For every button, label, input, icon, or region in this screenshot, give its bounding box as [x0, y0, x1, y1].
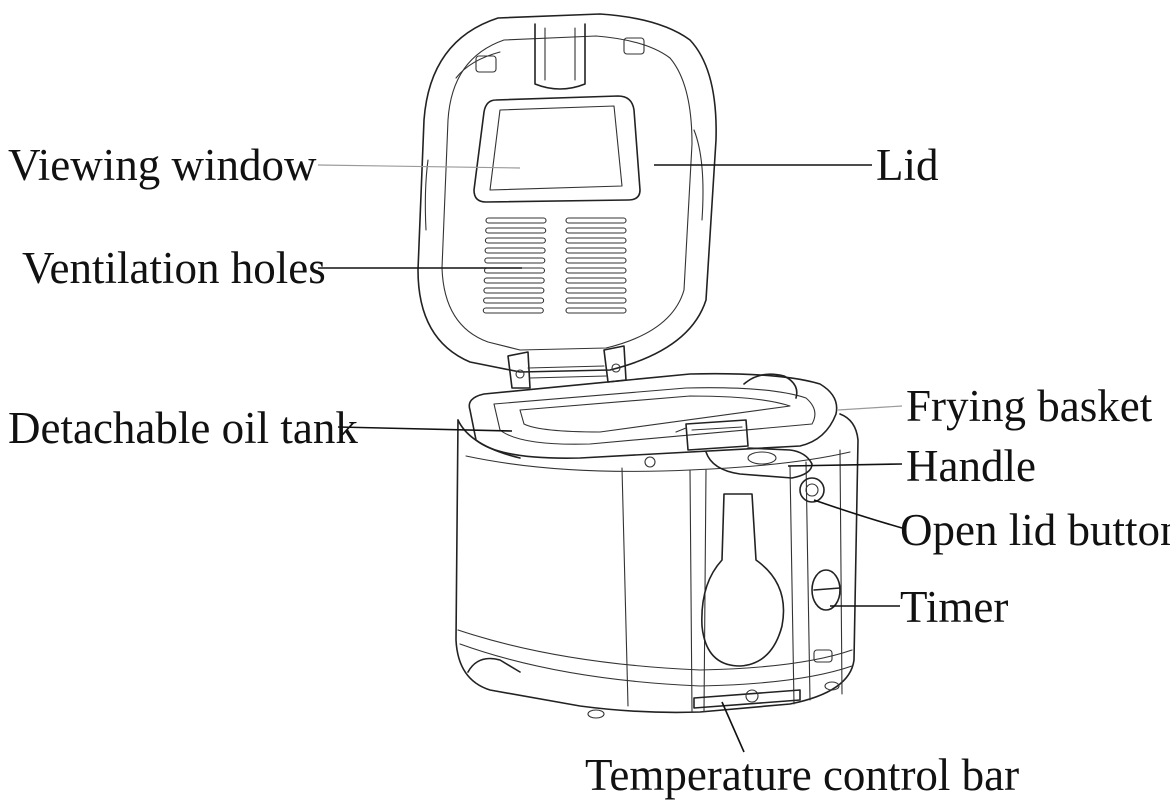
- vent-slot: [566, 308, 626, 313]
- vent-slot: [484, 288, 544, 293]
- vent-slot: [485, 248, 545, 253]
- vent-slot: [566, 248, 626, 253]
- lid: [418, 14, 716, 372]
- fryer-body: [456, 414, 858, 718]
- label-viewing-window: Viewing window: [8, 140, 317, 190]
- vent-slot: [566, 228, 626, 233]
- vent-slot: [566, 268, 626, 273]
- vent-slot: [483, 308, 543, 313]
- label-ventilation-holes: Ventilation holes: [22, 243, 326, 293]
- vent-slot: [484, 278, 544, 283]
- vent-slot: [484, 298, 544, 303]
- viewing-window: [474, 96, 640, 202]
- vent-slot: [566, 258, 626, 263]
- vent-slot: [486, 228, 546, 233]
- vent-slot: [486, 218, 546, 223]
- label-open-lid-button: Open lid button: [900, 505, 1170, 555]
- leader-frying-basket: [838, 406, 902, 410]
- label-lid: Lid: [876, 140, 939, 190]
- leader-viewing-window: [318, 165, 520, 168]
- frying-basket: [469, 374, 836, 458]
- label-temperature-control-bar: Temperature control bar: [585, 750, 1019, 800]
- vent-slot: [485, 258, 545, 263]
- ventilation-holes: [483, 218, 626, 313]
- leader-handle: [788, 464, 902, 466]
- oil-level-window: [702, 494, 784, 666]
- handle: [645, 420, 812, 478]
- vent-slot: [566, 218, 626, 223]
- label-handle: Handle: [906, 441, 1036, 491]
- timer-knob: [812, 570, 840, 662]
- leader-detachable-oil-tank: [338, 427, 512, 431]
- label-timer: Timer: [900, 582, 1008, 632]
- vent-slot: [485, 238, 545, 243]
- label-detachable-oil-tank: Detachable oil tank: [8, 403, 358, 453]
- leader-open-lid-button: [814, 500, 902, 528]
- vent-slot: [566, 278, 626, 283]
- vent-slot: [566, 298, 626, 303]
- open-lid-button: [800, 478, 824, 502]
- vent-slot: [566, 238, 626, 243]
- vent-slot: [566, 288, 626, 293]
- label-frying-basket: Frying basket: [906, 381, 1153, 431]
